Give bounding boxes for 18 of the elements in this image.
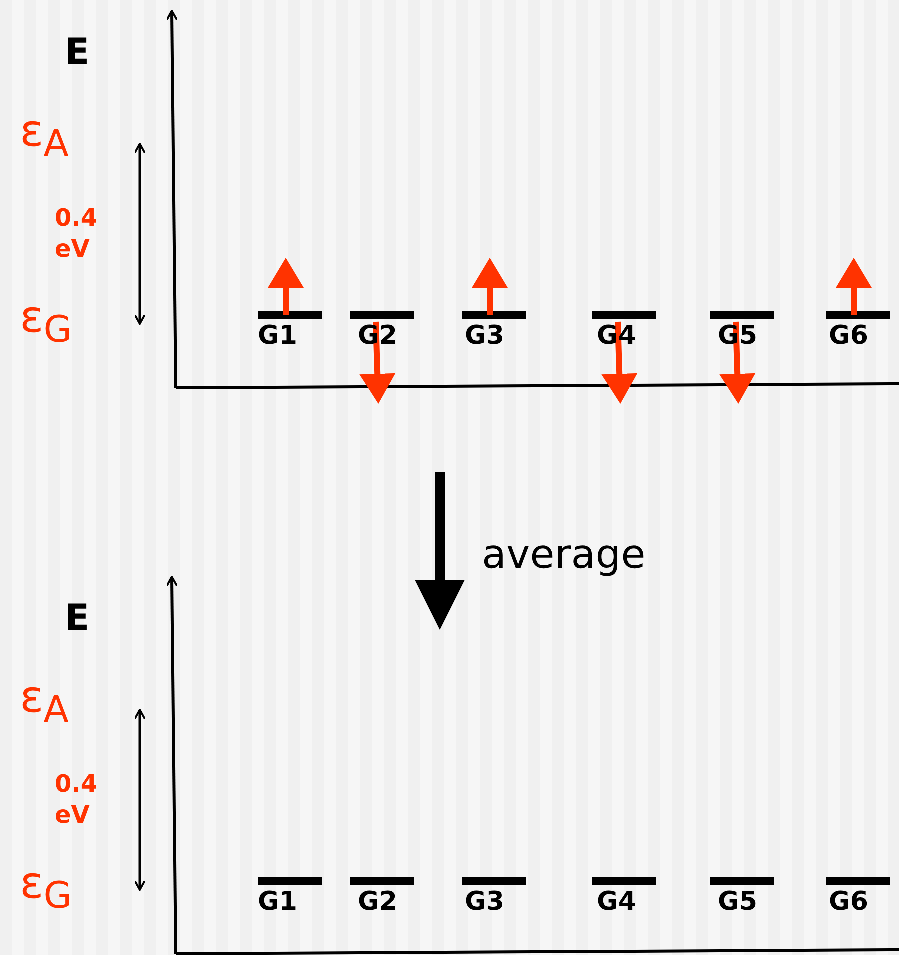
level-label: G2 — [358, 889, 398, 915]
level-label: G6 — [829, 323, 868, 349]
axis-label: E — [65, 35, 90, 71]
energy-label: ε$_{G}$ — [20, 862, 72, 914]
gap-value: 0.4 eV — [55, 769, 99, 832]
arrow-label: average — [482, 535, 646, 575]
gap-value: 0.4 eV — [55, 203, 99, 266]
energy-label: ε$_{A}$ — [20, 110, 69, 162]
level-label: G4 — [597, 889, 636, 915]
level-label: G1 — [258, 889, 298, 915]
level-label: G6 — [829, 889, 868, 915]
level-label: G1 — [258, 323, 298, 349]
axis-label: E — [65, 601, 90, 637]
level-label: G3 — [465, 323, 504, 349]
energy-label: ε$_{G}$ — [20, 296, 72, 348]
energy-label: ε$_{A}$ — [20, 676, 69, 728]
level-label: G3 — [465, 889, 504, 915]
level-label: G5 — [718, 889, 758, 915]
